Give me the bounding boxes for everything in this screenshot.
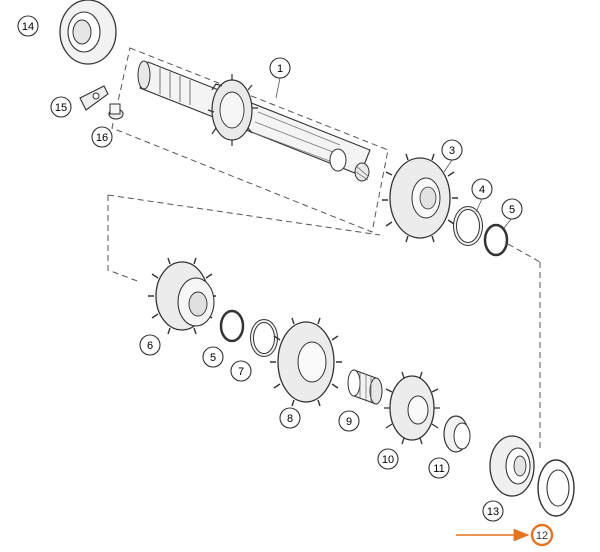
callout-5-upper: 5 [501,198,523,220]
callout-16: 16 [91,126,113,148]
callout-12-highlighted[interactable]: 12 [530,523,554,547]
callout-15: 15 [50,96,72,118]
callout-5-lower: 5 [202,346,224,368]
callout-9-label: 9 [346,416,352,428]
callout-7: 7 [230,360,252,382]
gear-group-outline [107,194,541,450]
snap-ring-part-5-upper [483,223,509,257]
bearing-part-13 [489,435,535,497]
callout-16-label: 16 [96,132,108,144]
callout-6-label: 6 [147,340,153,352]
callout-13: 13 [482,500,504,522]
gear-part-3 [382,153,458,243]
needle-bearing-part-9 [347,369,383,405]
bushing-part-11 [443,415,471,453]
callout-10: 10 [377,448,399,470]
callout-9: 9 [338,410,360,432]
ring-part-7 [250,319,278,357]
callout-3: 3 [441,139,463,161]
bracket-part-15 [79,85,109,111]
callout-leaders [275,77,513,229]
callout-11-label: 11 [433,463,444,475]
callout-1: 1 [269,57,291,79]
callout-14: 14 [17,15,39,37]
callout-group: 14 1 15 16 3 4 5 6 5 7 8 9 10 11 13 12 [17,15,554,547]
gear-part-10 [384,371,440,445]
callout-8-label: 8 [287,413,293,425]
callout-12-label: 12 [536,530,548,542]
washer-part-12 [537,459,575,517]
callout-8: 8 [279,407,301,429]
gear-part-6 [148,257,216,335]
gear-part-8 [270,317,342,407]
screw-part-16 [108,103,124,120]
callout-10-label: 10 [382,454,394,466]
callout-1-label: 1 [277,63,283,75]
ring-part-4 [453,206,483,246]
callout-14-label: 14 [22,21,34,33]
callout-4-label: 4 [479,184,485,196]
callout-13-label: 13 [487,506,499,518]
shaft-assembly-outline [111,47,389,233]
callout-11: 11 [428,457,450,479]
snap-ring-part-5-lower [219,309,245,343]
callout-3-label: 3 [449,145,455,157]
callout-6: 6 [139,334,161,356]
callout-5-upper-label: 5 [509,204,515,216]
callout-7-label: 7 [238,366,244,378]
main-shaft-part-1 [137,60,371,182]
bearing-part-14 [59,0,117,65]
callout-15-label: 15 [55,102,67,114]
callout-4: 4 [471,178,493,200]
callout-5-lower-label: 5 [210,352,216,364]
